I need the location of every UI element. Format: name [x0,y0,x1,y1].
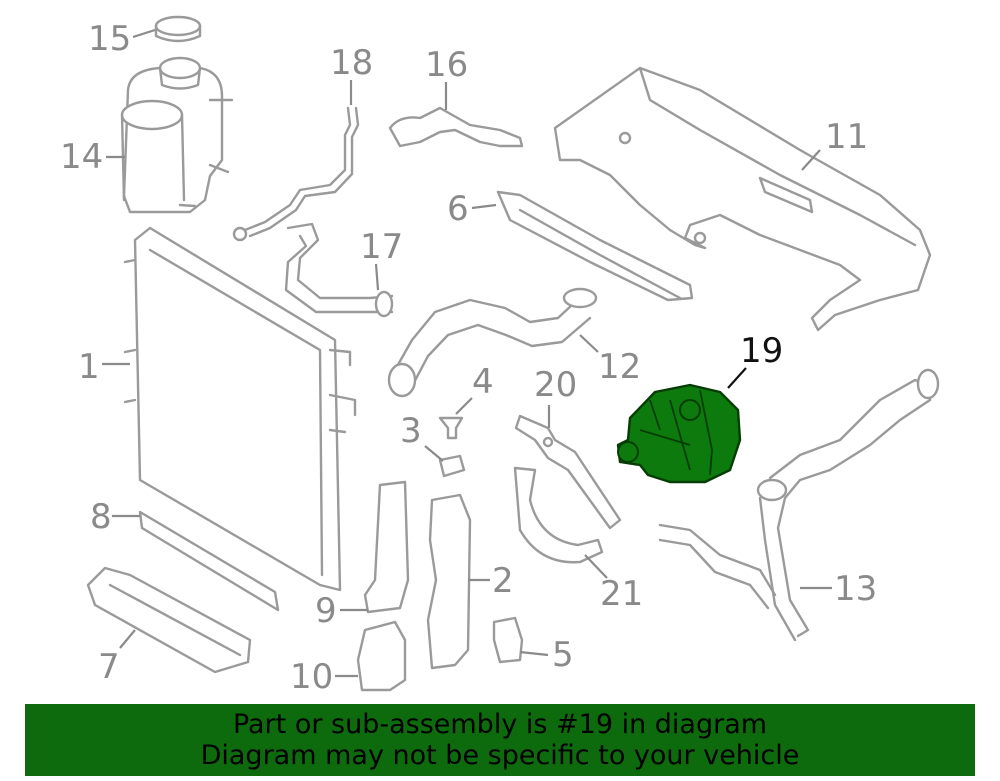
part-9-bracket [363,480,410,614]
part-21-strap [513,466,604,564]
part-20-bracket [514,414,622,530]
label-10: 10 [290,657,333,697]
part-4-clip [438,416,464,440]
parts-diagram: 15 14 18 16 11 6 17 12 1 4 3 20 19 13 21… [60,15,940,697]
label-6: 6 [447,189,469,229]
label-8: 8 [90,497,112,537]
label-3: 3 [400,411,422,451]
part-1-radiator [123,226,357,592]
part-7-cover [86,566,252,674]
part-19-water-pump [616,383,742,484]
label-9: 9 [315,591,337,631]
part-11-crossmember [553,66,932,332]
part-2-bracket [426,493,472,670]
part-3-grommet [438,454,466,478]
info-banner: Part or sub-assembly is #19 in diagram D… [25,704,975,776]
label-17: 17 [360,227,403,267]
part-8-strip [138,510,280,612]
label-12: 12 [598,347,641,387]
part-6-bracket [496,190,694,302]
part-18-hose [232,106,360,242]
label-4: 4 [472,362,494,402]
label-20: 20 [534,365,577,405]
label-13: 13 [834,569,877,609]
label-16: 16 [425,45,468,85]
label-18: 18 [330,43,373,83]
label-2: 2 [492,561,514,601]
part-10-bracket [356,620,407,692]
part-17-hose [284,222,394,318]
part-14-expansion-tank [120,56,234,214]
label-1: 1 [78,347,100,387]
part-15-cap [154,15,202,43]
label-5: 5 [552,635,574,675]
part-12-hose [387,287,598,398]
label-19: 19 [740,331,783,371]
label-11: 11 [825,117,868,157]
label-14: 14 [60,137,103,177]
banner-line-2: Diagram may not be specific to your vehi… [200,740,800,771]
banner-line-1: Part or sub-assembly is #19 in diagram [232,709,768,740]
part-5-clip [492,616,524,664]
part-13-hose [658,368,940,642]
label-15: 15 [88,19,131,59]
label-21: 21 [600,574,643,614]
part-16-hose [388,106,524,148]
label-7: 7 [98,647,120,687]
